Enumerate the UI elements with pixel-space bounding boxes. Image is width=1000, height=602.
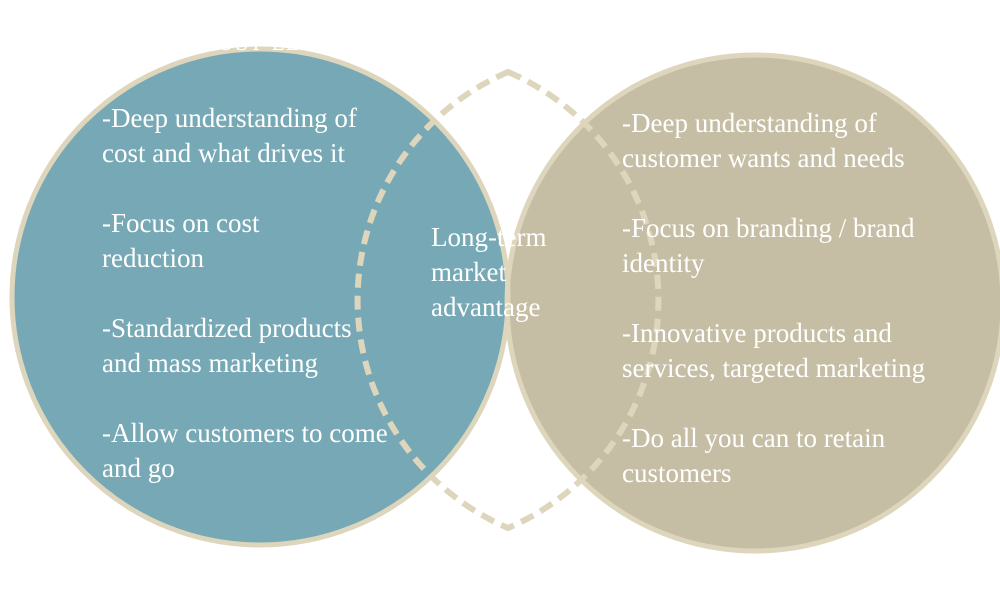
- cost-point-4-line-2: and go: [102, 453, 175, 483]
- cost-point-1-line-2: cost and what drives it: [102, 138, 345, 168]
- overlap-line-1: Long-term: [431, 222, 547, 252]
- cost-point-3-line-2: and mass marketing: [102, 348, 318, 378]
- cost-point-4-line-1: -Allow customers to come: [102, 418, 388, 448]
- diff-point-1-line-2: customer wants and needs: [622, 143, 905, 173]
- differentiation-list: -Deep understanding of customer wants an…: [622, 106, 972, 526]
- cost-point-2-line-2: reduction: [102, 243, 204, 273]
- diff-point-4: -Do all you can to retain customers: [622, 421, 972, 491]
- overlap-line-3: advantage: [431, 292, 541, 322]
- cost-point-3-line-1: -Standardized products: [102, 313, 352, 343]
- cost-point-2-line-1: -Focus on cost: [102, 208, 260, 238]
- differentiation-border: [504, 52, 1000, 554]
- diff-point-2-line-1: -Focus on branding / brand: [622, 213, 915, 243]
- cost-leadership-heading: COST LEADERSHIP: [202, 33, 420, 55]
- cost-leadership-list: -Deep understanding of cost and what dri…: [102, 101, 432, 521]
- differentiation-heading: DIFFERENTIATION: [615, 35, 779, 53]
- overlap-label: Long-term market advantage: [431, 220, 581, 325]
- cost-point-4: -Allow customers to come and go: [102, 416, 432, 486]
- diff-point-3-line-1: -Innovative products and: [622, 318, 892, 348]
- diff-point-2: -Focus on branding / brand identity: [622, 211, 972, 281]
- overlap-dashed-outline: [354, 68, 662, 532]
- diff-point-2-line-2: identity: [622, 248, 705, 278]
- cost-leadership-circle: [12, 49, 508, 545]
- diff-point-3: -Innovative products and services, targe…: [622, 316, 972, 386]
- diff-point-4-line-1: -Do all you can to retain: [622, 423, 886, 453]
- cost-point-1-line-1: -Deep understanding of: [102, 103, 357, 133]
- diff-point-4-line-2: customers: [622, 458, 732, 488]
- diff-point-1-line-1: -Deep understanding of: [622, 108, 877, 138]
- diff-point-3-line-2: services, targeted marketing: [622, 353, 926, 383]
- diff-point-1: -Deep understanding of customer wants an…: [622, 106, 972, 176]
- cost-point-1: -Deep understanding of cost and what dri…: [102, 101, 432, 171]
- cost-point-2: -Focus on cost reduction: [102, 206, 432, 276]
- overlap-line-2: market: [431, 257, 506, 287]
- cost-point-3: -Standardized products and mass marketin…: [102, 311, 432, 381]
